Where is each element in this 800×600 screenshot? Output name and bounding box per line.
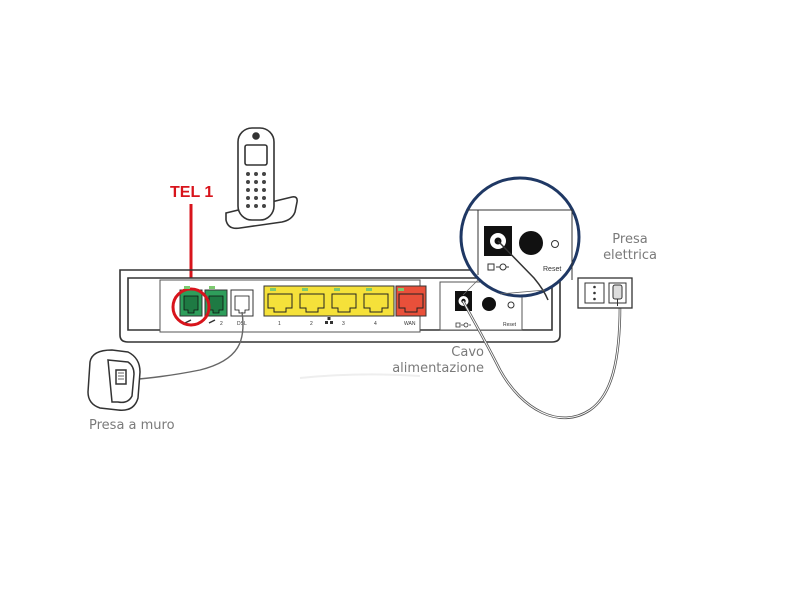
reset-led — [507, 301, 515, 309]
phone-port-2-label: 2 — [220, 321, 223, 327]
lan-port-1-label: 1 — [278, 321, 281, 327]
tel1-callout-label: TEL 1 — [170, 184, 214, 201]
dsl-port-label: DSL — [237, 321, 247, 327]
wall-socket-label: Presa a muro — [89, 418, 175, 433]
lan-port-2-label: 2 — [310, 321, 313, 327]
lan-port-4 — [363, 293, 389, 313]
phone-port-1 — [179, 289, 203, 324]
power-outlet-label-line2: elettrica — [603, 248, 657, 263]
power-cable-label: Cavo alimentazione — [392, 345, 484, 377]
port-leds — [184, 286, 404, 291]
zoom-detail: Reset — [459, 176, 581, 301]
wan-port-label: WAN — [404, 321, 416, 327]
power-cable-label-line1: Cavo — [451, 345, 484, 360]
power-outlet-label: Presa elettrica — [590, 232, 670, 264]
lan-port-1 — [267, 293, 293, 313]
lan-port-3 — [331, 293, 357, 313]
tel1-highlight — [171, 287, 211, 327]
wall-phone-socket — [87, 349, 141, 411]
phone-cable — [127, 311, 244, 381]
power-outlet-label-line1: Presa — [612, 232, 648, 247]
phone-port-2: 2 — [204, 289, 228, 327]
lan-port-3-label: 3 — [342, 321, 345, 327]
network-icon — [325, 317, 333, 324]
reset-button — [482, 297, 496, 311]
router-reset-label: Reset — [503, 322, 517, 328]
zoom-reset-label: Reset — [543, 266, 561, 273]
wan-port — [395, 285, 427, 317]
cordless-phone-icon — [225, 127, 298, 230]
dc-symbol-icon — [455, 322, 471, 328]
power-outlet — [577, 277, 633, 309]
lan-port-4-label: 4 — [374, 321, 377, 327]
power-cable-label-line2: alimentazione — [392, 361, 484, 376]
lan-port-2 — [299, 293, 325, 313]
dsl-port: DSL — [230, 289, 254, 327]
